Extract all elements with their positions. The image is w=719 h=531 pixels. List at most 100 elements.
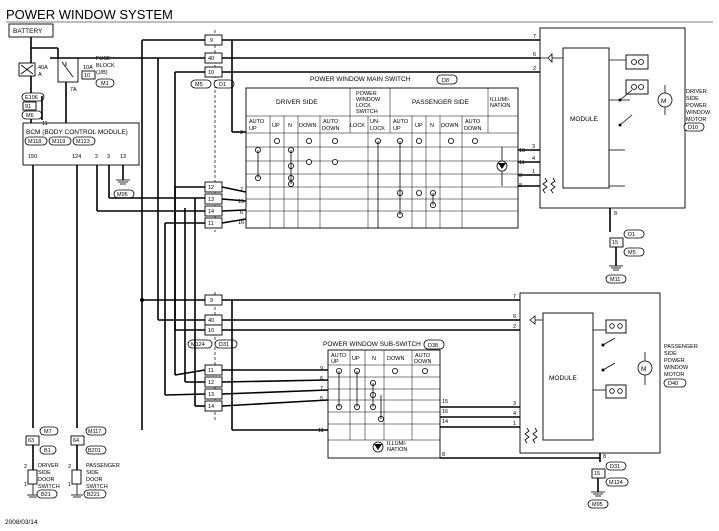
main-group-lock-1: POWER [356,91,377,97]
fuse-40a: 40A A [18,62,48,78]
main-right-pin-10: 10 [519,148,525,154]
battery: BATTERY [8,23,54,38]
main-right-pin-11: 11 [519,160,525,166]
battery-label: BATTERY [13,28,43,35]
svg-text:3: 3 [513,401,516,407]
svg-text:M7: M7 [44,429,52,435]
svg-text:SWITCH: SWITCH [38,484,60,490]
svg-text:40: 40 [208,318,214,324]
driver-motor-symbol: M [657,85,673,115]
bcm-pin-11: 11 [42,121,48,127]
main-col-unlock-b: LOCK [370,126,385,132]
driver-ground: D1 15 M5 M11 [605,229,645,284]
passenger-motor-relay [601,337,616,372]
fuse-10a: 10A 10 FUSE BLOCK (J/B) M1 7A [57,56,115,93]
upper-pin-9: 9 [210,38,213,44]
svg-text:D31: D31 [219,342,229,348]
svg-text:16: 16 [442,409,448,415]
main-group-driver: DRIVER SIDE [276,99,318,106]
bcm-label: BCM (BODY CONTROL MODULE) [26,129,128,136]
main-col-p-auto-up-b: UP [393,126,401,132]
svg-text:DRIVER: DRIVER [38,463,59,469]
driver-resistor-network [542,177,556,194]
svg-text:B201: B201 [88,448,101,454]
svg-text:D31: D31 [610,464,620,470]
fuse-block-label-2: BLOCK [96,63,115,69]
fuse-block-label-1: FUSE [96,56,111,62]
passenger-label-4: WINDOW [664,365,689,371]
svg-text:SWITCH: SWITCH [86,484,108,490]
bcm-pin-13: 13 [120,154,126,160]
main-col-p-auto-down-b: DOWN [464,126,481,132]
fuse-block-pin: 7A [70,87,77,93]
svg-text:8: 8 [442,452,445,458]
svg-text:14: 14 [442,419,448,425]
bcm-pin-3: 3 [107,154,110,160]
svg-text:6: 6 [320,376,323,382]
passenger-resistor-network [524,427,538,444]
fuse-block-connector: M1 [101,81,109,87]
main-col-auto-down-b: DOWN [322,126,339,132]
upper-pin-10: 10 [208,70,214,76]
main-col-p-auto-up-a: AUTO [393,119,409,125]
driver-label-4: WINDOW [686,110,711,116]
svg-text:1: 1 [513,421,516,427]
main-col-lock: LOCK [350,123,365,129]
passenger-label-1: PASSENGER [664,344,698,350]
svg-text:N: N [372,356,376,362]
fuse-40a-letter: A [38,72,42,78]
main-switch: POWER WINDOW MAIN SWITCH D8 DRIVER SIDE … [238,74,525,229]
driver-pin-2: 2 [533,66,536,72]
main-group-illum-1: ILLUMI- [490,97,510,103]
sub-illumination-lamp [372,441,384,453]
driver-motor-assembly: 7 6 2 MODULE M [533,27,686,232]
main-col-auto-down-a: AUTO [323,119,339,125]
svg-text:B1: B1 [44,448,51,454]
driver-label-1: DRIVER [686,89,707,95]
driver-module-label: MODULE [570,116,598,123]
driver-label-5: MOTOR [686,117,706,123]
driver-pin-8: 8 [614,211,617,217]
main-right-pin-3: 3 [519,173,522,179]
svg-text:M: M [641,366,646,373]
svg-text:7: 7 [513,294,516,300]
svg-text:UP: UP [352,356,360,362]
passenger-encoder-sensor [605,319,627,399]
main-group-illum-2: NATION [490,103,510,109]
svg-text:9: 9 [320,366,323,372]
svg-text:11: 11 [208,368,214,374]
passenger-motor-symbol: M [637,352,653,385]
svg-text:DOOR: DOOR [86,477,103,483]
svg-text:1: 1 [24,482,27,488]
upper-conn-m5: M5 [195,82,203,88]
main-group-lock-2: WINDOW [356,97,381,103]
sub-illum-2: NATION [387,447,407,453]
upper-pin-14: 14 [208,209,214,215]
svg-text:DOWN: DOWN [414,359,431,365]
driver-door-switch: M7 63 B1 2 1 DRIVER SIDE DOOR SWITCH B21 [24,426,60,499]
connector-m6: M6 [26,113,34,119]
main-col-p-up: UP [415,123,423,129]
svg-text:15: 15 [442,399,448,405]
main-switch-title: POWER WINDOW MAIN SWITCH [310,76,411,83]
svg-text:63: 63 [28,438,34,444]
svg-text:UP: UP [331,359,339,365]
driver-label-2: SIDE [686,96,699,102]
main-group-lock-4: SWITCH [356,109,378,115]
sub-switch: POWER WINDOW SUB-SWITCH D38 AUTO UP UP N… [318,339,448,459]
main-left-pin-6: 6 [240,210,243,216]
svg-text:15: 15 [612,240,618,246]
svg-text:2: 2 [24,464,27,470]
svg-text:M124: M124 [609,480,623,486]
svg-text:M: M [661,98,666,105]
svg-text:10: 10 [208,328,214,334]
svg-text:M5: M5 [628,250,636,256]
main-illumination-lamp [496,160,508,172]
driver-in-pin-3: 3 [532,144,535,150]
diagram-title: POWER WINDOW SYSTEM [6,7,173,22]
svg-text:AUTO: AUTO [415,353,431,359]
svg-text:AUTO: AUTO [331,353,347,359]
diagram-date: 2008/03/14 [5,519,38,526]
driver-conn: D10 [688,125,698,131]
